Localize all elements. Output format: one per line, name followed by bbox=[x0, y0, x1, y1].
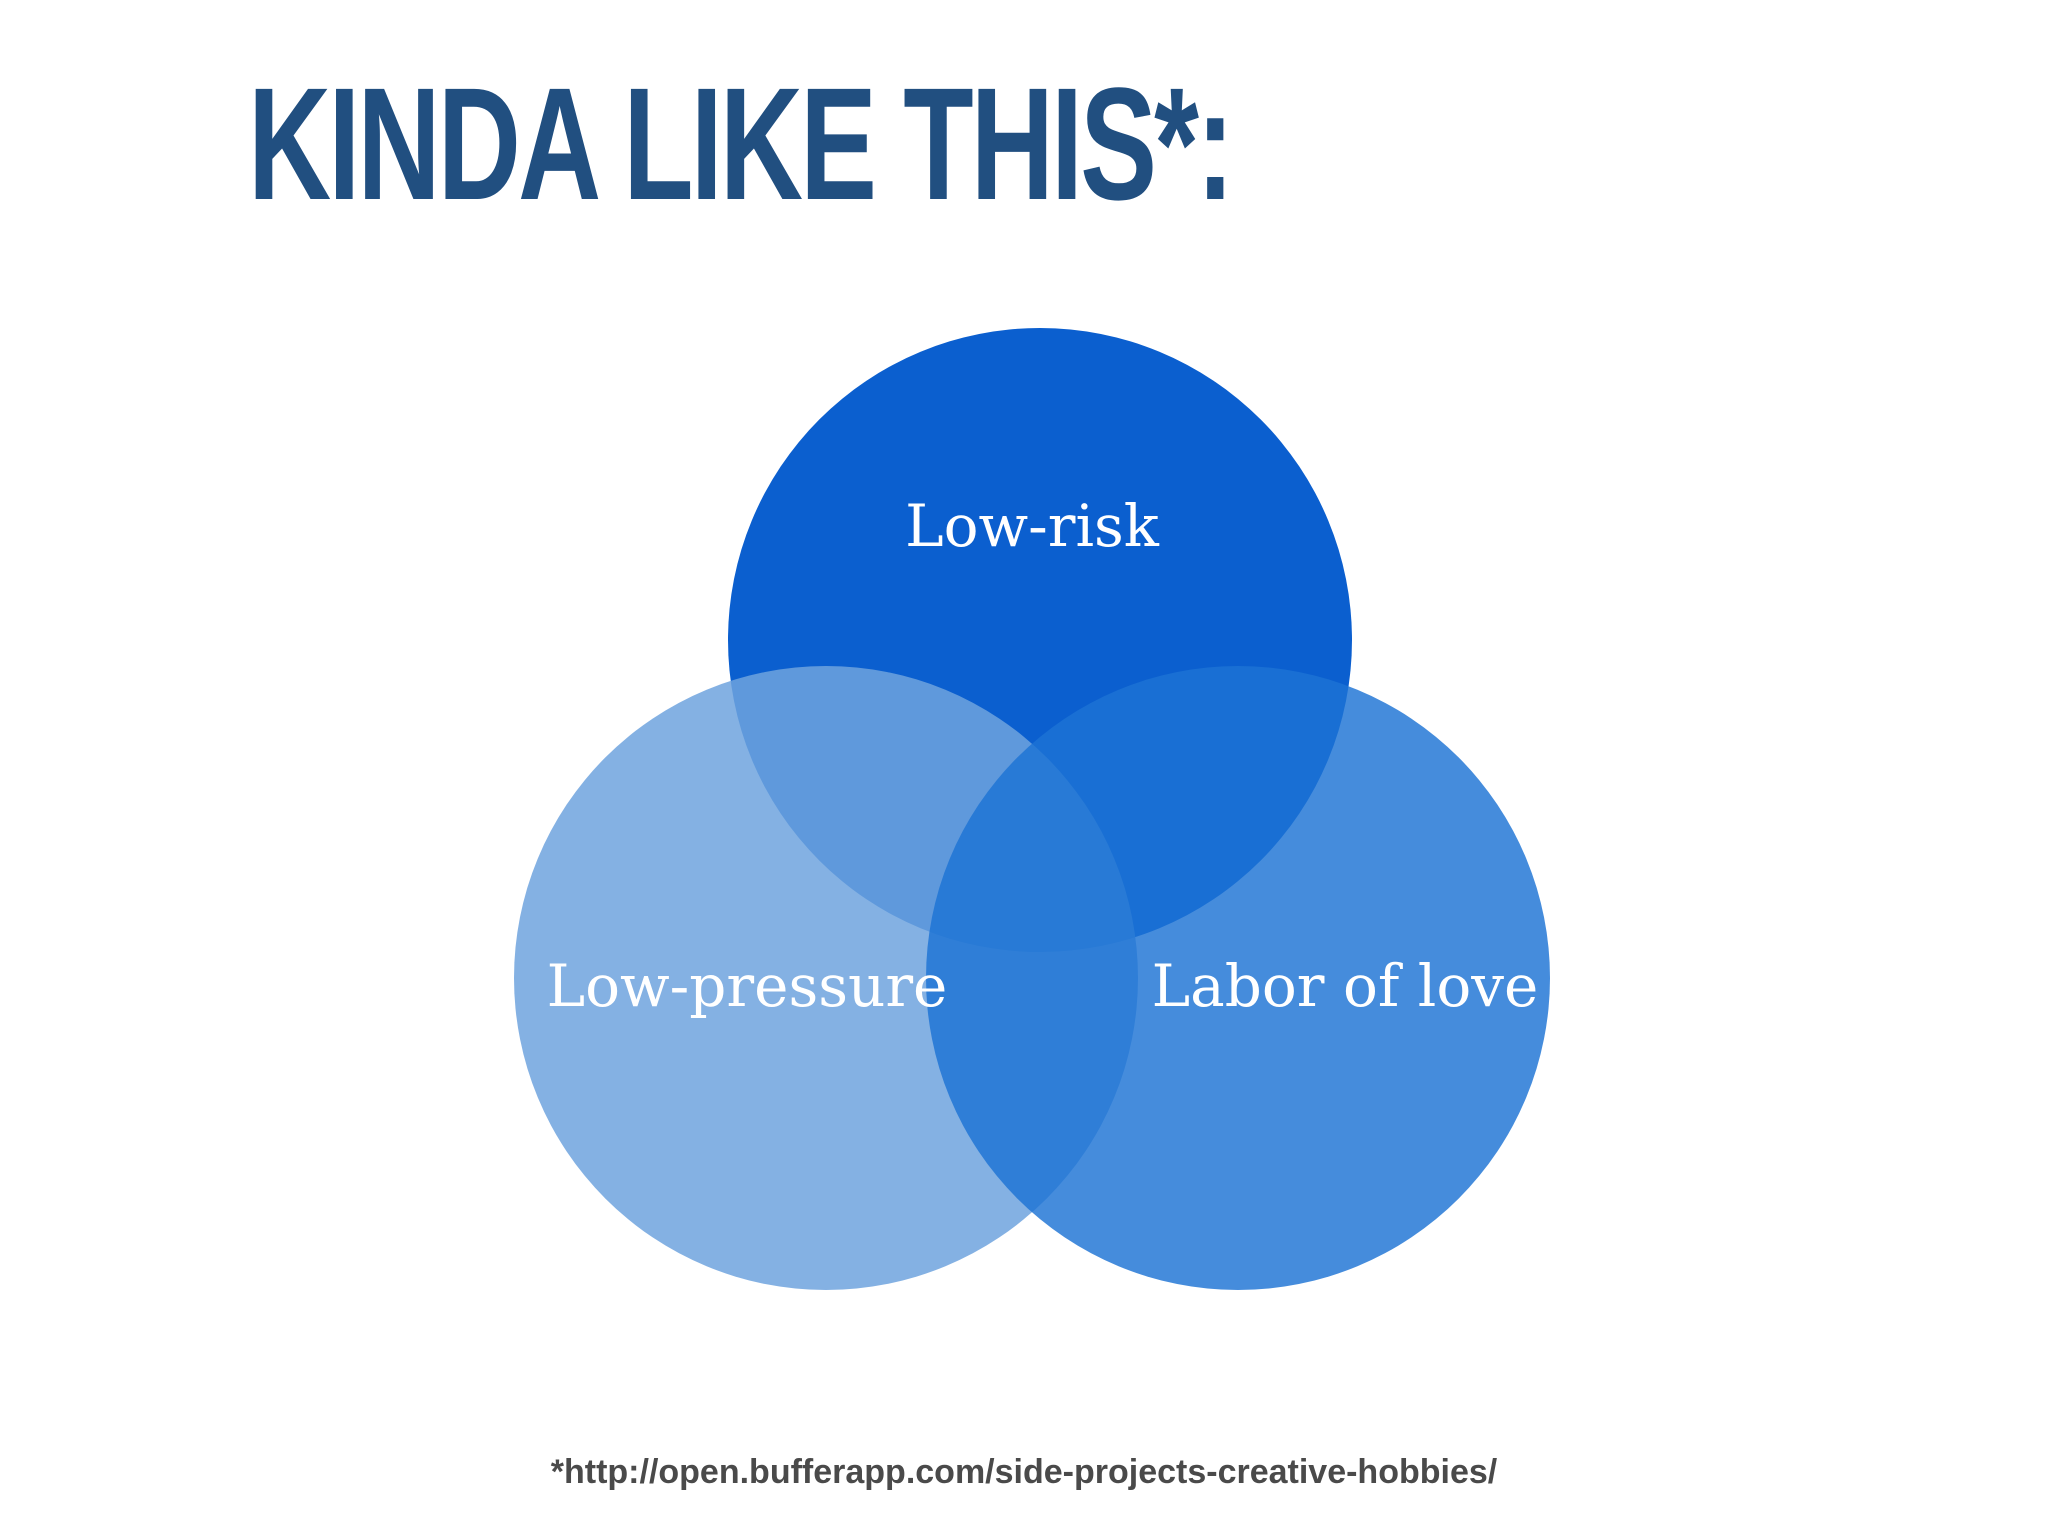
source-footnote: *http://open.bufferapp.com/side-projects… bbox=[550, 1453, 1498, 1491]
venn-label-low-risk: Low-risk bbox=[905, 492, 1160, 560]
venn-circle-labor-of-love bbox=[926, 666, 1550, 1290]
venn-label-labor-of-love: Labor of love bbox=[1152, 952, 1539, 1020]
slide-title: KINDA LIKE THIS*: bbox=[248, 54, 1234, 233]
venn-label-low-pressure: Low-pressure bbox=[547, 952, 948, 1020]
